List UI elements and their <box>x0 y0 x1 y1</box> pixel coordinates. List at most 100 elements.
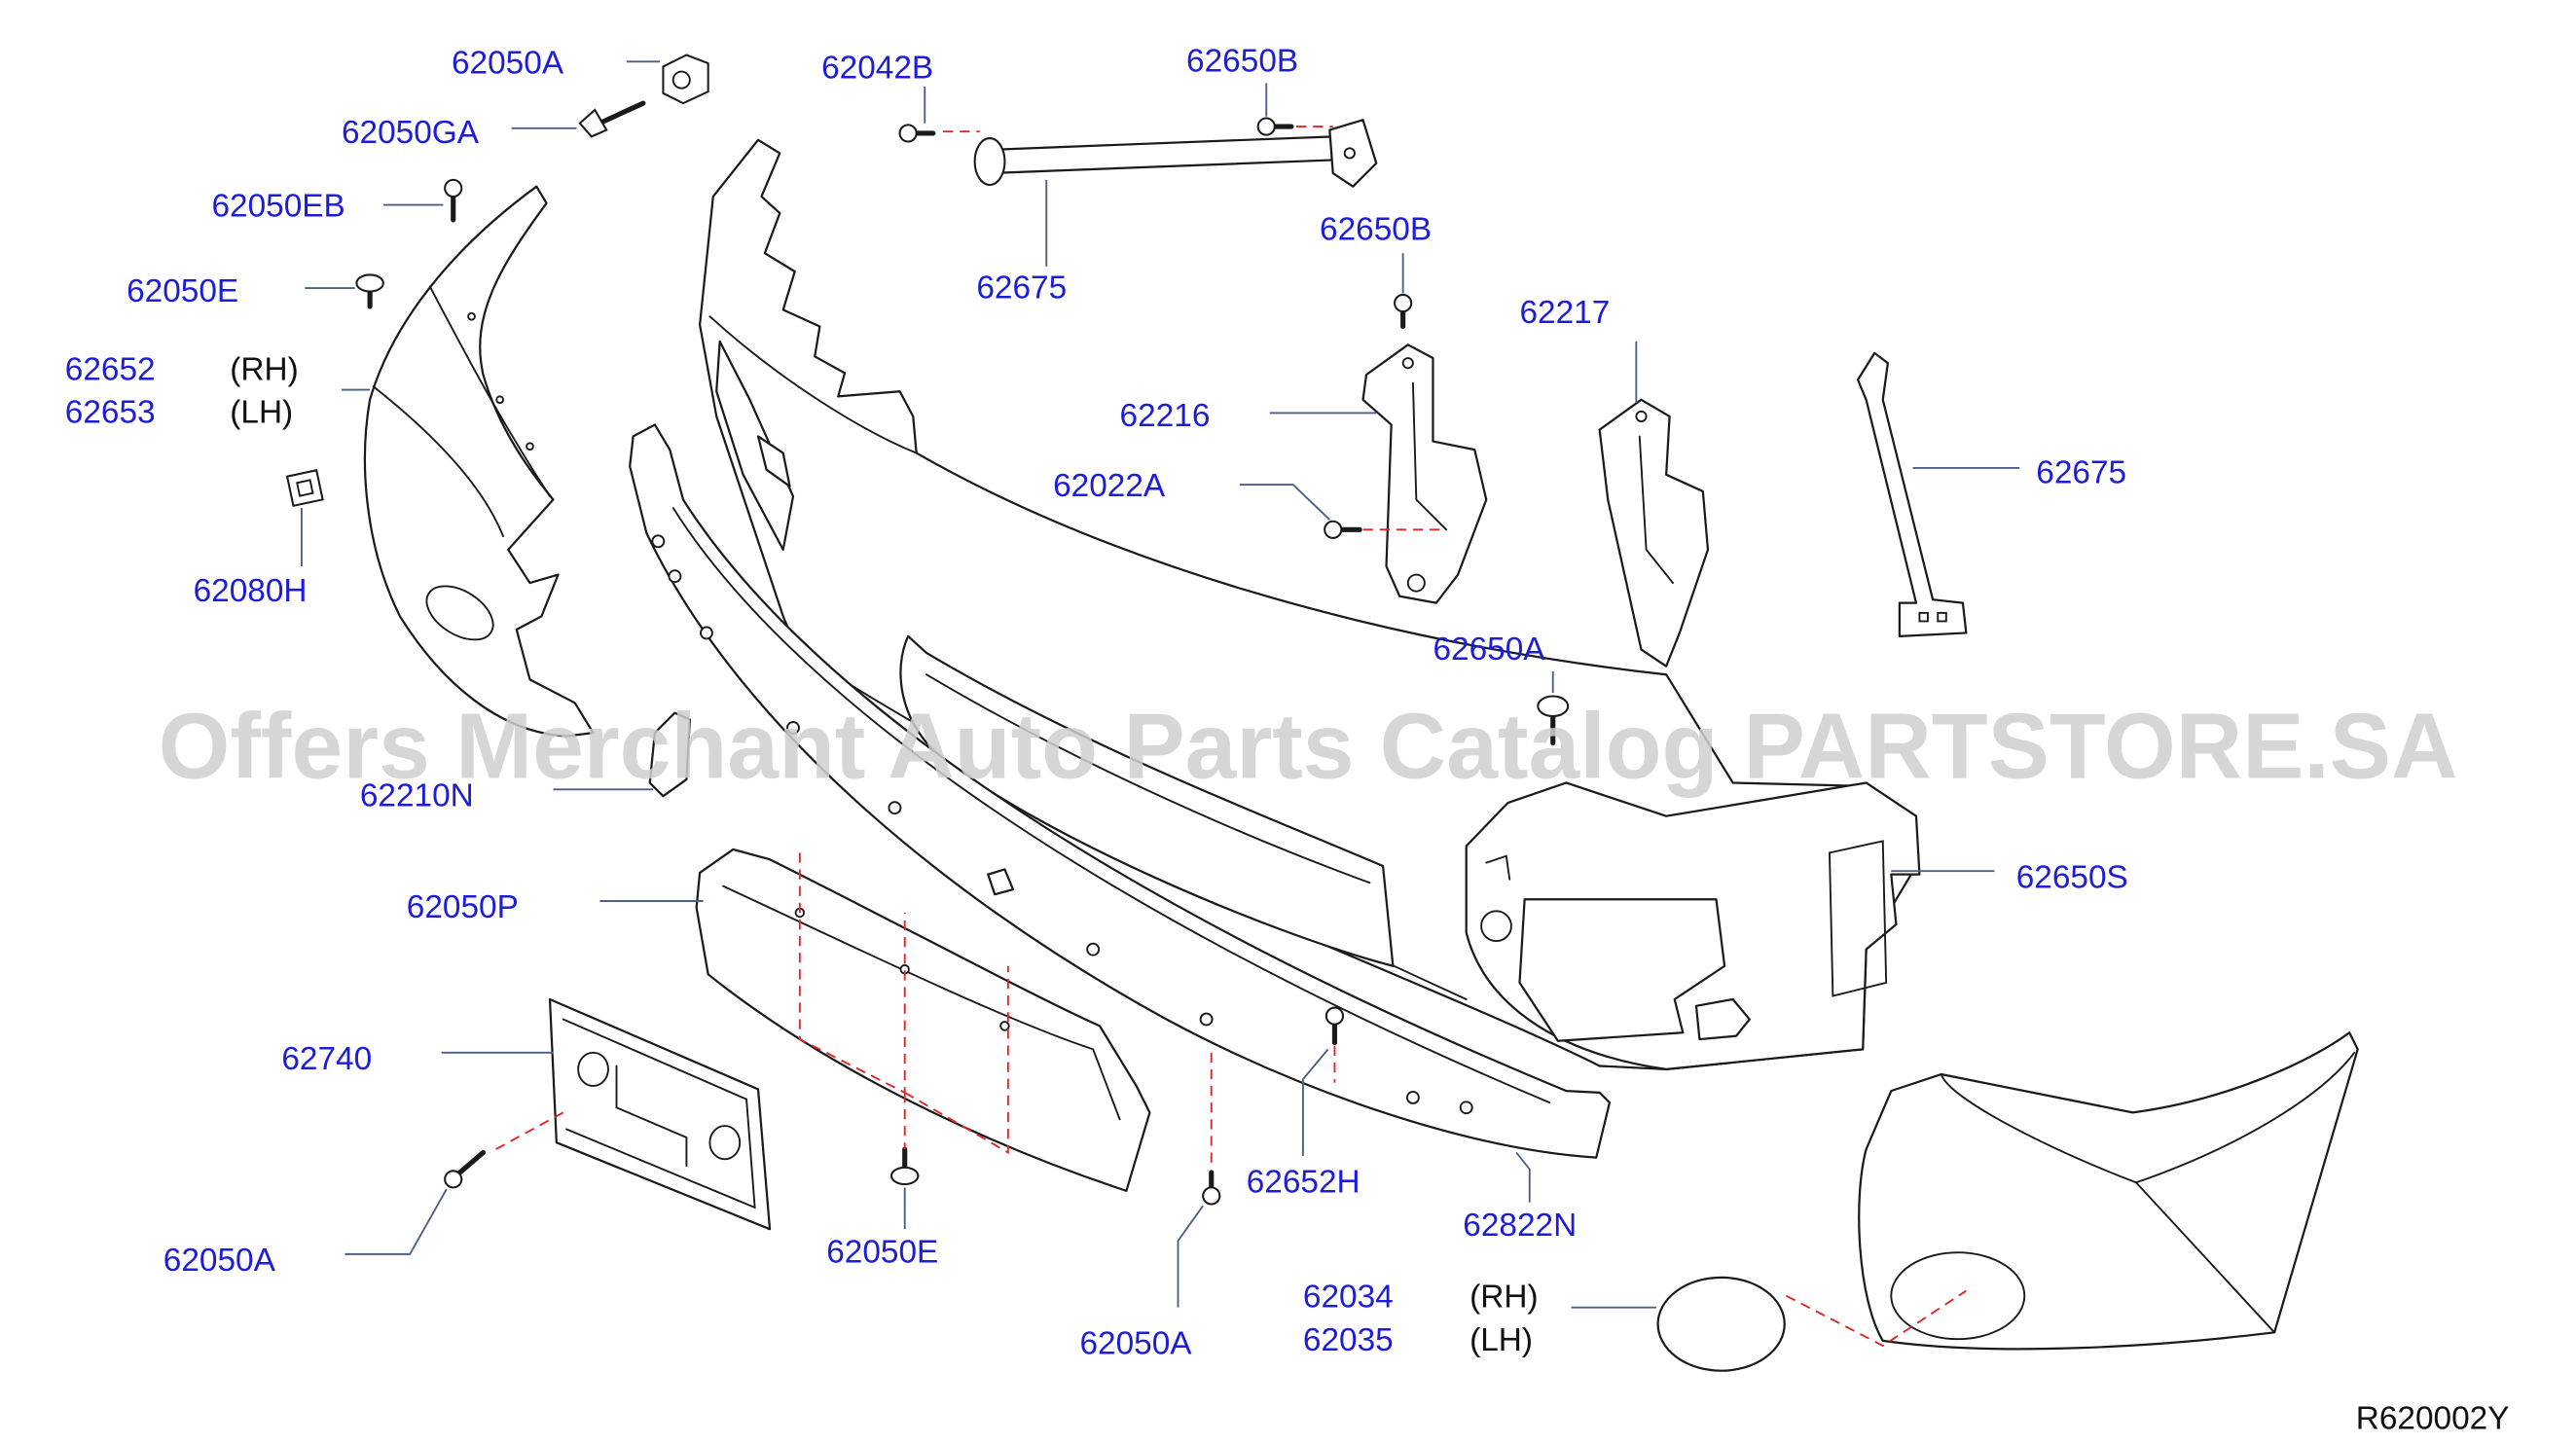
bolt-62022a <box>1324 520 1362 539</box>
label-62675-right: 62675 <box>2036 454 2126 490</box>
plate-bracket-recess <box>615 1065 688 1168</box>
bracket-62217-slot <box>1638 435 1674 585</box>
side-bracket-hole <box>1480 910 1512 943</box>
leader-line <box>1177 1205 1204 1308</box>
label-62210n: 62210N <box>360 777 474 813</box>
label-62216: 62216 <box>1120 398 1211 434</box>
figure-code: R620002Y <box>2356 1401 2510 1437</box>
label-62650b-mid: 62650B <box>1320 211 1432 247</box>
valance-hole <box>700 626 713 640</box>
valance-hole <box>668 569 682 584</box>
valance-hole <box>1086 942 1101 957</box>
absorber-body <box>695 848 1151 1192</box>
label-62035: 62035 <box>1303 1322 1394 1358</box>
stay-right-body <box>1856 351 1968 637</box>
lower-valance-inner-line <box>671 507 1551 1104</box>
plate-bracket-hole-left <box>577 1051 609 1087</box>
label-62652-side: (RH) <box>230 351 298 387</box>
end-cap-edge <box>1940 1073 2276 1334</box>
bolt-head <box>898 124 918 143</box>
absorber-top-line <box>722 884 1121 1121</box>
screw-head <box>444 178 463 199</box>
lower-valance-body <box>629 423 1612 1159</box>
bolt-62650b-mid <box>1394 293 1413 330</box>
bolt-shaft <box>600 100 646 125</box>
assembly-line <box>489 1111 564 1154</box>
bumper-fascia-fold-line <box>708 315 918 454</box>
label-62740: 62740 <box>281 1041 372 1077</box>
leader-lines <box>300 60 2020 1309</box>
side-bracket-62650s <box>1465 781 1921 1070</box>
leader-line <box>345 1188 448 1255</box>
valance-hole <box>1405 1091 1420 1104</box>
label-62022a: 62022A <box>1053 468 1166 504</box>
bracket-62216-body <box>1361 343 1488 604</box>
clip-head <box>355 273 384 293</box>
side-piece-fog-hole <box>425 585 494 641</box>
valance-clip-tab <box>987 868 1015 896</box>
bracket-62216-hole <box>1401 357 1414 370</box>
bracket-62217-hole <box>1635 410 1648 422</box>
label-62217: 62217 <box>1519 295 1610 331</box>
end-cap-top-edge <box>2135 1051 2356 1184</box>
label-62050a-left: 62050A <box>163 1243 276 1279</box>
stay-62675-top <box>973 119 1378 188</box>
label-62050a-top: 62050A <box>452 45 564 81</box>
screw-head <box>1202 1186 1221 1206</box>
screw-shaft <box>456 1149 487 1175</box>
screw-62050a-left <box>444 1149 487 1189</box>
clip-62050e-bottom <box>889 1146 920 1186</box>
label-62675-top: 62675 <box>976 270 1067 306</box>
stay-62675-right <box>1856 351 1968 637</box>
label-62652h: 62652H <box>1247 1165 1361 1201</box>
screw-62050eb <box>444 178 463 223</box>
label-62050eb: 62050EB <box>211 189 345 225</box>
bracket-62216 <box>1361 343 1488 604</box>
bracket-62217 <box>1598 398 1710 668</box>
stay-top-tube <box>985 135 1338 175</box>
bolt-62650b-top <box>1256 117 1294 136</box>
assembly-line <box>904 965 1009 1155</box>
clip-62080h <box>285 469 324 508</box>
valance-hole <box>651 534 666 549</box>
plate-bracket-inner <box>562 1018 756 1209</box>
label-62035-side: (LH) <box>1469 1322 1533 1358</box>
leader-line <box>1239 484 1330 521</box>
absorber-hole <box>999 1021 1010 1031</box>
bumper-grille-opening <box>899 634 1395 967</box>
bracket-62216-hole <box>1406 573 1426 593</box>
stay-top-flange <box>973 137 1006 187</box>
clip-slot <box>296 479 314 497</box>
side-piece-hole <box>495 395 505 405</box>
valance-hole <box>786 721 800 735</box>
label-62034-side: (RH) <box>1469 1280 1538 1316</box>
bumper-end-cap <box>1858 1031 2359 1351</box>
fog-lamp-cover <box>1656 1276 1786 1372</box>
side-piece-body <box>363 185 595 738</box>
side-piece-hole <box>467 311 476 321</box>
clip-62050a-top <box>662 54 709 105</box>
bracket-62217-body <box>1598 398 1710 668</box>
screw-62050a-bottom <box>1202 1170 1221 1206</box>
assembly-line <box>1786 1289 1967 1348</box>
side-bracket-tab <box>1694 997 1751 1041</box>
stay-right-slot <box>1918 611 1929 623</box>
assembly-line <box>798 852 906 1095</box>
clip-head <box>889 1166 920 1186</box>
watermark: Offers Merchant Auto Parts Catalog PARTS… <box>159 694 2458 798</box>
bumper-grille-inner-line <box>925 673 1371 884</box>
plate-bracket-hole-right <box>708 1125 742 1161</box>
leader-line <box>1301 1048 1329 1156</box>
side-piece-fold <box>372 385 505 538</box>
label-62042b: 62042B <box>821 50 933 86</box>
bolt-head <box>1394 293 1413 313</box>
bolt-head <box>1324 520 1343 539</box>
side-piece-hole <box>526 442 534 451</box>
bracket-62210n <box>648 711 691 798</box>
lower-valance <box>629 423 1612 1159</box>
label-62034: 62034 <box>1303 1280 1394 1316</box>
license-plate-bracket <box>548 997 772 1231</box>
label-62050a-bottom: 62050A <box>1079 1326 1192 1362</box>
clip-62650a <box>1537 695 1570 745</box>
